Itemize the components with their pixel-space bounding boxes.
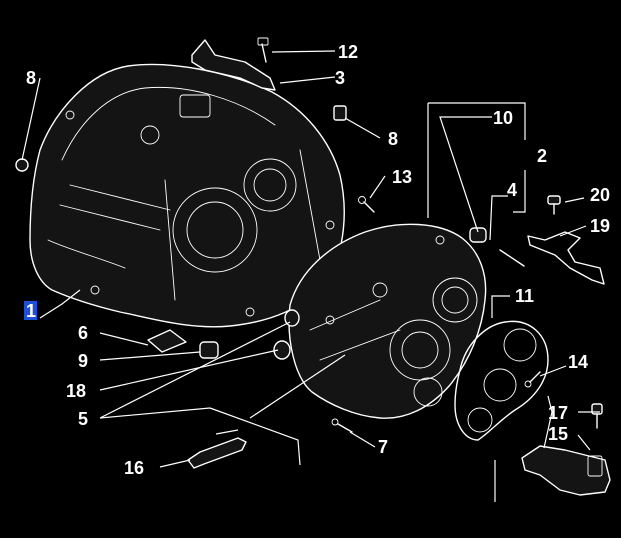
label-10[interactable]: 10	[493, 108, 513, 128]
bracket-19[interactable]	[527, 231, 605, 285]
part-6[interactable]	[147, 329, 187, 353]
leader-lines	[21, 50, 600, 502]
label-18[interactable]: 18	[66, 381, 86, 401]
plug-8-right[interactable]	[333, 105, 347, 121]
label-13[interactable]: 13	[392, 167, 412, 187]
label-20[interactable]: 20	[590, 185, 610, 205]
bolt-20[interactable]	[547, 195, 561, 215]
label-17[interactable]: 17	[548, 403, 568, 423]
label-1-highlight	[24, 301, 37, 320]
label-9[interactable]: 9	[78, 351, 88, 371]
pin-4[interactable]	[499, 249, 525, 267]
cover-gasket[interactable]	[454, 320, 549, 441]
bolt-7[interactable]	[331, 418, 353, 433]
label-3[interactable]: 3	[335, 68, 345, 88]
plug-8-left[interactable]	[15, 158, 29, 172]
label-16[interactable]: 16	[124, 458, 144, 478]
bolt-14[interactable]	[524, 371, 541, 388]
label-11[interactable]: 11	[515, 286, 534, 306]
callout-labels: 1 2 3 4 5 6 7 8 8 9 10 11 12 13 14 15 16…	[24, 42, 610, 478]
ring-18[interactable]	[273, 340, 291, 360]
sensor-15[interactable]	[521, 445, 611, 496]
label-4[interactable]: 4	[507, 180, 517, 200]
bolt-13[interactable]	[358, 196, 375, 213]
transmission-case[interactable]	[288, 223, 487, 419]
bolt-12[interactable]	[257, 37, 269, 63]
label-1[interactable]: 1	[26, 301, 36, 321]
label-19[interactable]: 19	[590, 216, 610, 236]
label-14[interactable]: 14	[568, 352, 588, 372]
label-15[interactable]: 15	[548, 424, 568, 444]
bushing-9[interactable]	[199, 341, 219, 359]
spark-part-16[interactable]	[187, 437, 247, 469]
bracket[interactable]	[191, 39, 276, 91]
screw-17[interactable]	[591, 403, 603, 429]
label-5[interactable]: 5	[78, 409, 88, 429]
label-12[interactable]: 12	[338, 42, 358, 62]
label-2[interactable]: 2	[537, 146, 547, 166]
ring-top[interactable]	[284, 309, 300, 327]
label-6[interactable]: 6	[78, 323, 88, 343]
label-7[interactable]: 7	[378, 437, 388, 457]
sleeve-10[interactable]	[469, 227, 487, 243]
label-8-right[interactable]: 8	[388, 129, 398, 149]
label-8-left[interactable]: 8	[26, 68, 36, 88]
